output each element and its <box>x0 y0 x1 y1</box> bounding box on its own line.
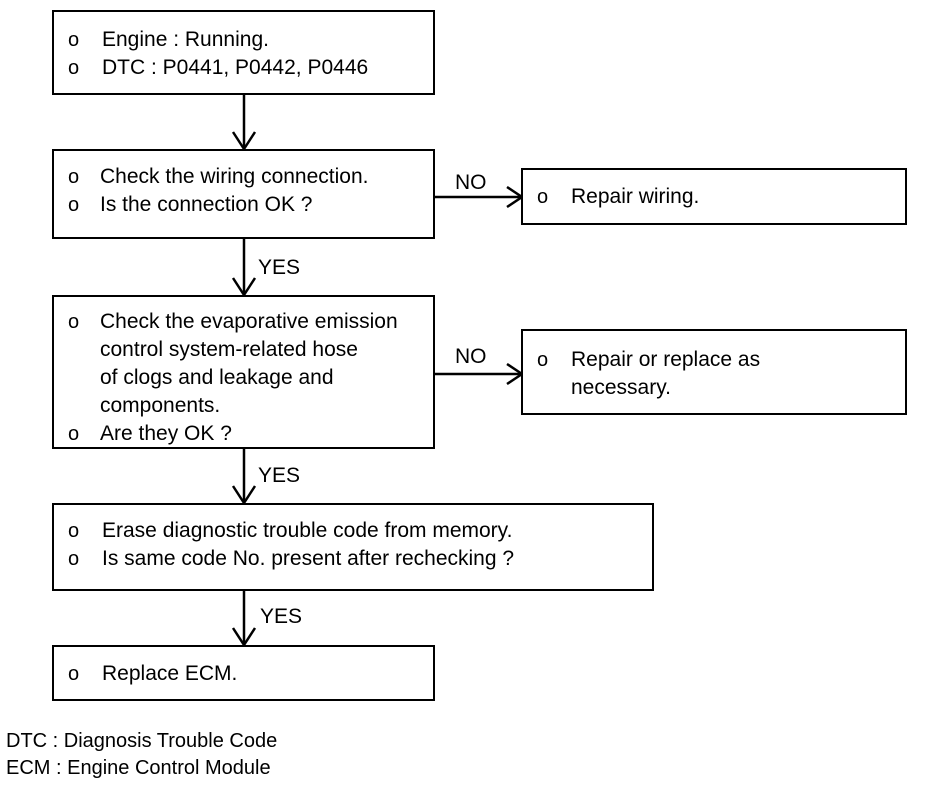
bullet: o <box>537 186 549 208</box>
legend-ecm: ECM : Engine Control Module <box>6 757 271 779</box>
dtc-codes-text: DTC : P0441, P0442, P0446 <box>102 56 369 79</box>
start-box: o Engine : Running. o DTC : P0441, P0442… <box>52 10 435 95</box>
replace-ecm-text: Replace ECM. <box>102 662 238 685</box>
repair-wiring-box: o Repair wiring. <box>521 168 907 225</box>
yes-label-erase: YES <box>260 605 303 628</box>
bullet: o <box>68 423 80 445</box>
erase-dtc-box: o Erase diagnostic trouble code from mem… <box>52 503 654 591</box>
connection-ok-question: Is the connection OK ? <box>100 193 313 216</box>
bullet: o <box>68 663 80 685</box>
wiring-check-box: o Check the wiring connection. o Is the … <box>52 149 435 239</box>
bullet: o <box>68 548 80 570</box>
legend-dtc: DTC : Diagnosis Trouble Code <box>6 730 278 752</box>
engine-running-text: Engine : Running. <box>102 28 269 51</box>
evap-line-4: components. <box>100 394 221 417</box>
bullet: o <box>68 57 80 79</box>
bullet: o <box>68 166 80 188</box>
repair-wiring-text: Repair wiring. <box>571 185 700 208</box>
evap-line-3: of clogs and leakage and <box>100 366 334 389</box>
repair-replace-box: o Repair or replace as necessary. <box>521 329 907 415</box>
bullet: o <box>68 520 80 542</box>
replace-ecm-box: o Replace ECM. <box>52 645 435 701</box>
bullet: o <box>68 311 80 333</box>
same-code-question: Is same code No. present after recheckin… <box>102 547 515 570</box>
erase-dtc-text: Erase diagnostic trouble code from memor… <box>102 519 513 542</box>
evap-check-box: o Check the evaporative emission control… <box>52 295 435 449</box>
bullet: o <box>68 29 80 51</box>
bullet: o <box>68 194 80 216</box>
bullet: o <box>537 349 549 371</box>
no-label-wiring: NO <box>455 171 487 194</box>
repair-replace-line-1: Repair or replace as <box>571 348 761 371</box>
evap-line-2: control system-related hose <box>100 338 358 361</box>
evap-line-1: Check the evaporative emission <box>100 310 398 333</box>
repair-replace-line-2: necessary. <box>571 376 671 399</box>
are-they-ok-question: Are they OK ? <box>100 422 232 445</box>
check-wiring-text: Check the wiring connection. <box>100 165 369 188</box>
no-label-evap: NO <box>455 345 487 368</box>
yes-label-wiring: YES <box>258 256 301 279</box>
yes-label-evap: YES <box>258 464 301 487</box>
